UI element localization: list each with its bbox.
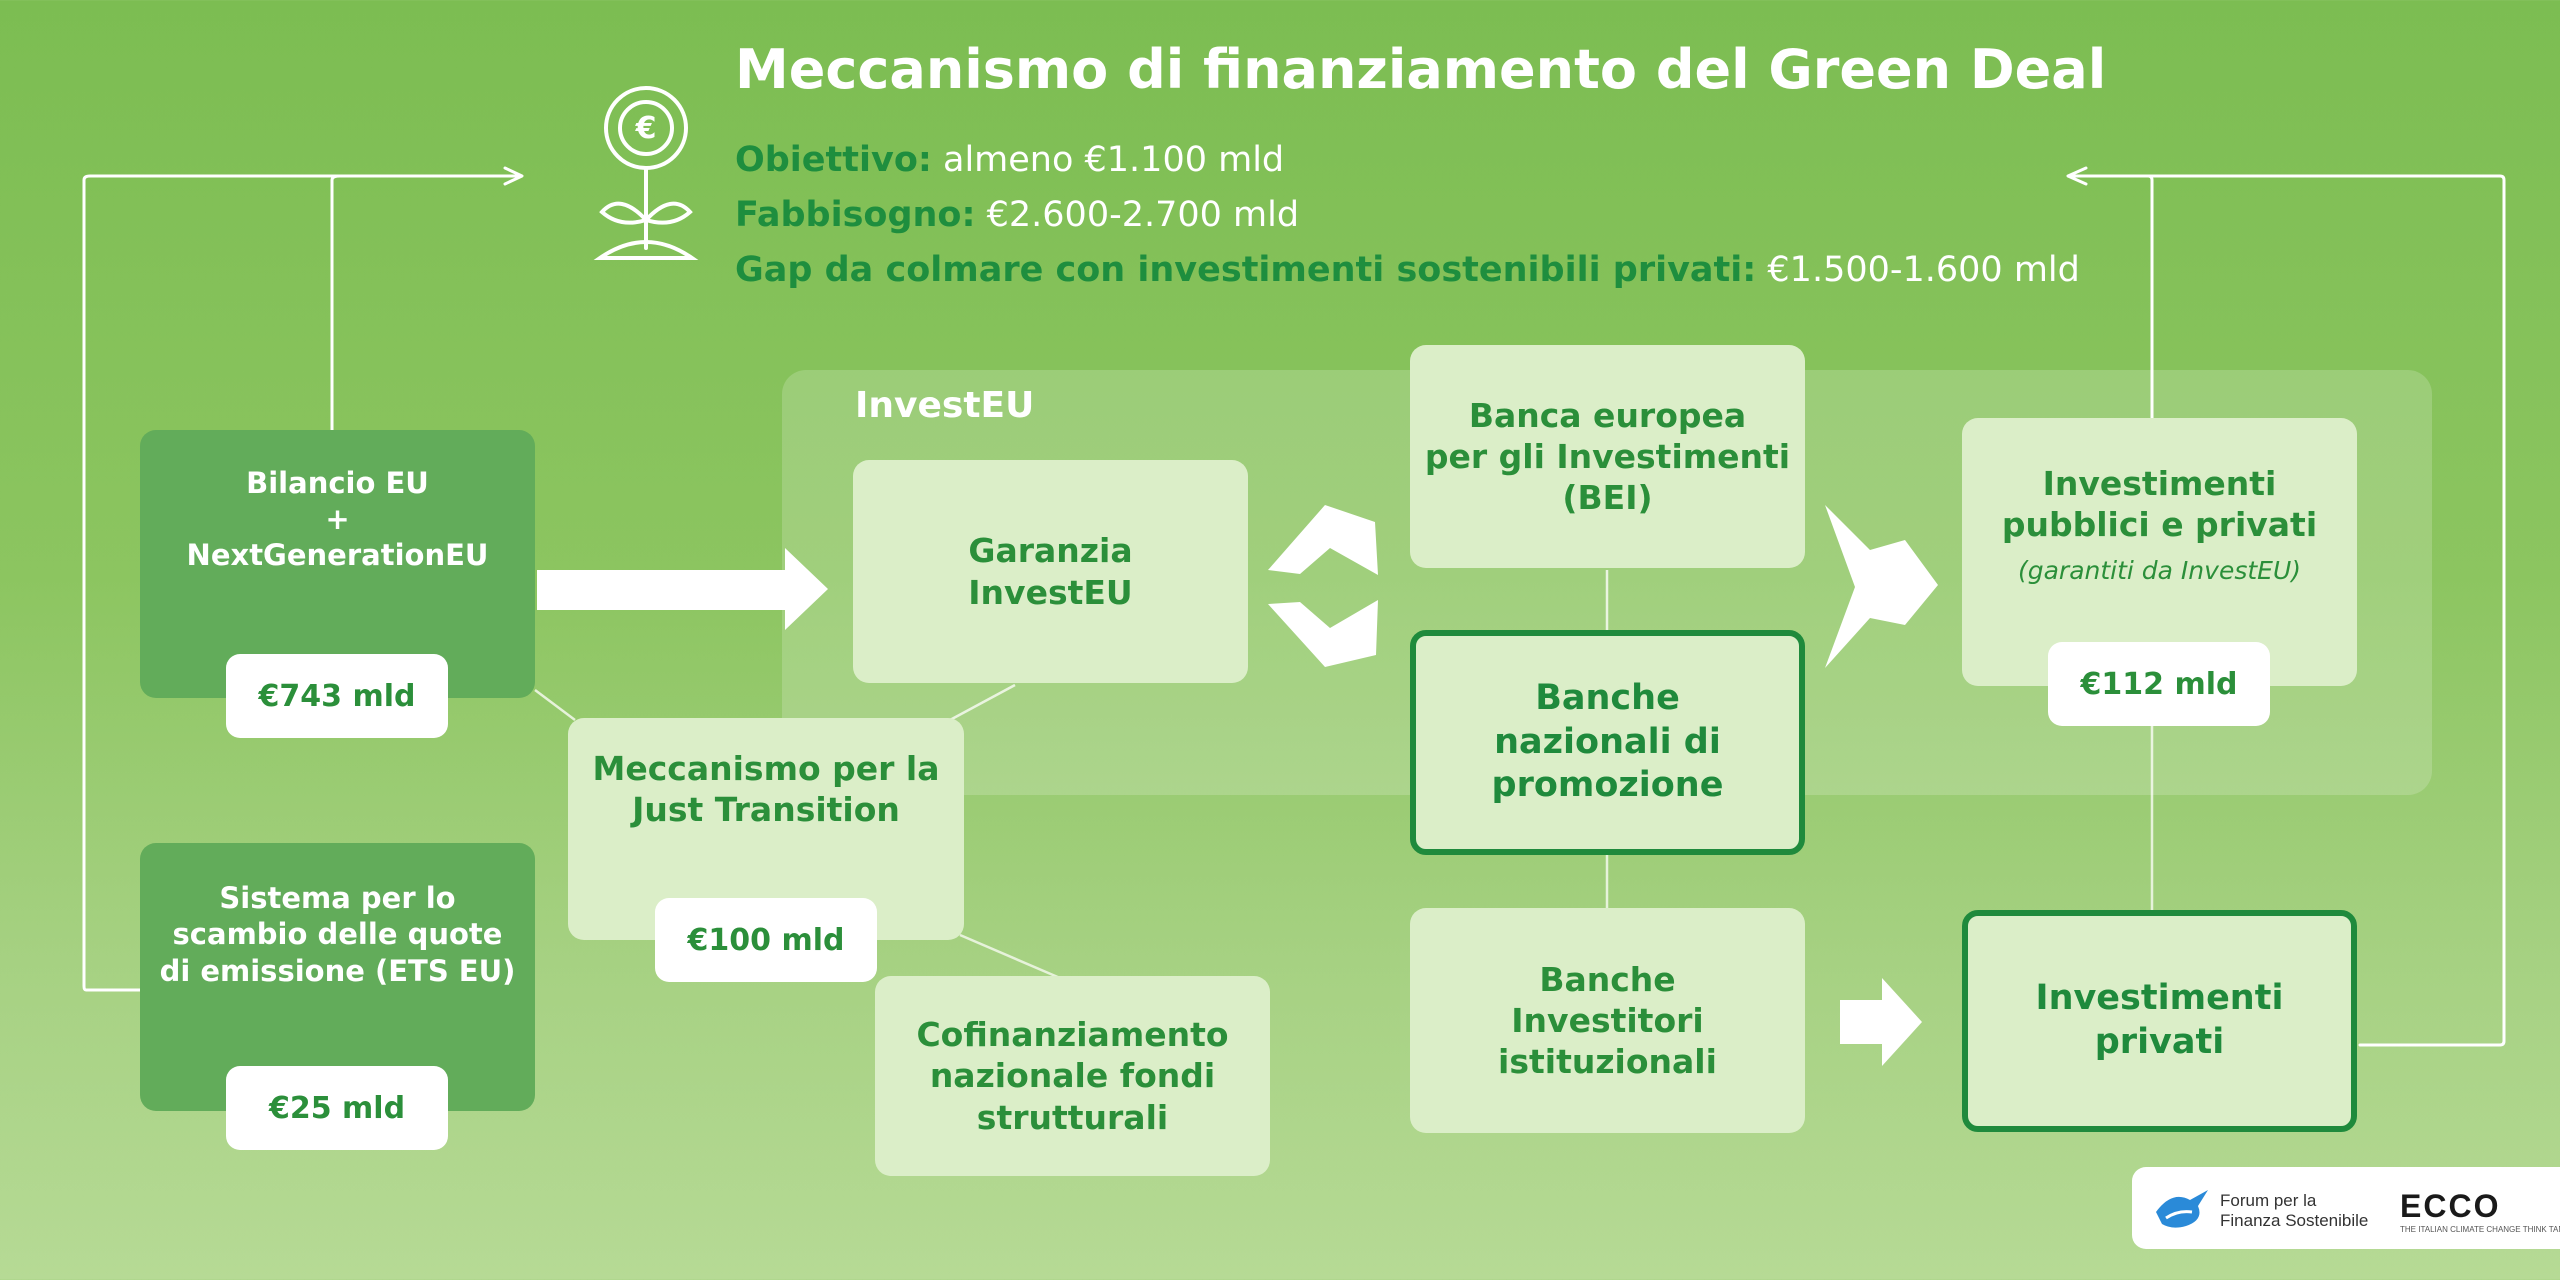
cofin-line1: Cofinanziamento <box>916 1015 1229 1055</box>
gap-label: Gap da colmare con investimenti sostenib… <box>735 250 1757 290</box>
forum-bird-logo-icon <box>2156 1190 2208 1228</box>
promo-line2: nazionali di <box>1494 721 1721 762</box>
loop-line-pubpriv <box>2068 174 2154 420</box>
arrow-chevron-bottom <box>1268 600 1378 667</box>
objective-value: almeno €1.100 mld <box>943 140 1285 180</box>
privati-line2: privati <box>2094 1022 2225 1062</box>
cofinanziamento-box: Cofinanziamento nazionale fondi struttur… <box>875 976 1270 1176</box>
bilancio-amount: €743 mld <box>226 654 448 738</box>
investimenti-pubblici-privati-box: Investimenti pubblici e privati (garanti… <box>1962 418 2357 686</box>
investeu-label: InvestEU <box>855 385 1035 426</box>
cofin-line3: strutturali <box>976 1097 1169 1137</box>
pubpriv-line1: Investimenti <box>2042 463 2277 503</box>
loop-line-privati <box>2068 174 2506 1047</box>
pubpriv-line2: pubblici e privati <box>2001 504 2318 544</box>
bilancio-line2: + <box>325 501 350 536</box>
footer-logos-panel <box>2132 1167 2560 1249</box>
ets-line1: Sistema per lo <box>219 881 456 916</box>
garanzia-line2: InvestEU <box>968 572 1133 612</box>
pubpriv-amount: €112 mld <box>2048 642 2270 726</box>
page-title: Meccanismo di finanziamento del Green De… <box>735 38 2107 101</box>
pubpriv-note: (garantiti da InvestEU) <box>2017 556 2302 586</box>
gap-value: €1.500-1.600 mld <box>1767 250 2080 290</box>
arrow-istituz-to-privati <box>1840 978 1922 1066</box>
need-label: Fabbisogno: <box>735 195 976 235</box>
ecco-logo: ECCO <box>2400 1188 2501 1224</box>
objective-line: Obiettivo: almeno €1.100 mld <box>735 140 1284 180</box>
istituz-line2: Investitori <box>1511 1000 1704 1040</box>
istituz-line1: Banche <box>1539 959 1676 999</box>
ets-line3: di emissione (ETS EU) <box>159 953 516 988</box>
link-garanzia-jtm <box>949 683 1016 722</box>
jtm-amount: €100 mld <box>655 898 877 982</box>
svg-text:€: € <box>635 111 657 146</box>
forum-line1: Forum per la <box>2220 1191 2317 1210</box>
cofin-line2: nazionale fondi <box>929 1056 1216 1096</box>
need-line: Fabbisogno: €2.600-2.700 mld <box>735 195 1299 235</box>
bilancio-line3: NextGenerationEU <box>186 538 489 573</box>
loop-line-bilancio <box>330 174 522 432</box>
arrow-chevron-top <box>1268 505 1378 575</box>
promo-line3: promozione <box>1491 765 1724 806</box>
bei-line2: per gli Investimenti <box>1424 436 1791 476</box>
garanzia-investeu-box: Garanzia InvestEU <box>853 460 1248 683</box>
euro-plant-icon: € <box>593 86 699 260</box>
promo-line1: Banche <box>1535 677 1680 718</box>
ets-line2: scambio delle quote <box>172 917 503 952</box>
jtm-line2: Just Transition <box>632 790 900 829</box>
ecco-tagline: THE ITALIAN CLIMATE CHANGE THINK TANK <box>2400 1225 2560 1234</box>
banche-promozione-box: Banche nazionali di promozione <box>1410 630 1805 855</box>
bilancio-eu-box: Bilancio EU + NextGenerationEU <box>140 430 535 698</box>
link-bilancio-jtm <box>534 689 576 721</box>
gap-line: Gap da colmare con investimenti sostenib… <box>735 250 2080 290</box>
banche-istituzionali-box: Banche Investitori istituzionali <box>1410 908 1805 1133</box>
garanzia-line1: Garanzia <box>968 531 1133 571</box>
privati-line1: Investimenti <box>2035 978 2284 1019</box>
jtm-line1: Meccanismo per la <box>592 748 940 788</box>
istituz-line3: istituzionali <box>1498 1042 1717 1082</box>
bei-box: Banca europea per gli Investimenti (BEI) <box>1410 345 1805 568</box>
loop-line-ets <box>82 174 522 992</box>
bei-line3: (BEI) <box>1562 478 1653 518</box>
ets-amount: €25 mld <box>226 1066 448 1150</box>
forum-logo-text: Forum per la Finanza Sostenibile <box>2220 1191 2368 1232</box>
need-value: €2.600-2.700 mld <box>986 195 1300 235</box>
bilancio-line1: Bilancio EU <box>246 465 429 500</box>
arrow-to-pubpriv <box>1825 505 1938 668</box>
loop-arrow-left <box>503 166 524 186</box>
investimenti-privati-box: Investimenti privati <box>1962 910 2357 1132</box>
forum-line2: Finanza Sostenibile <box>2220 1211 2369 1231</box>
objective-label: Obiettivo: <box>735 140 932 180</box>
arrow-bilancio-to-garanzia <box>537 548 828 630</box>
link-jtm-cofin <box>959 933 1061 980</box>
bei-line1: Banca europea <box>1468 395 1747 435</box>
loop-arrow-right <box>2066 166 2088 186</box>
